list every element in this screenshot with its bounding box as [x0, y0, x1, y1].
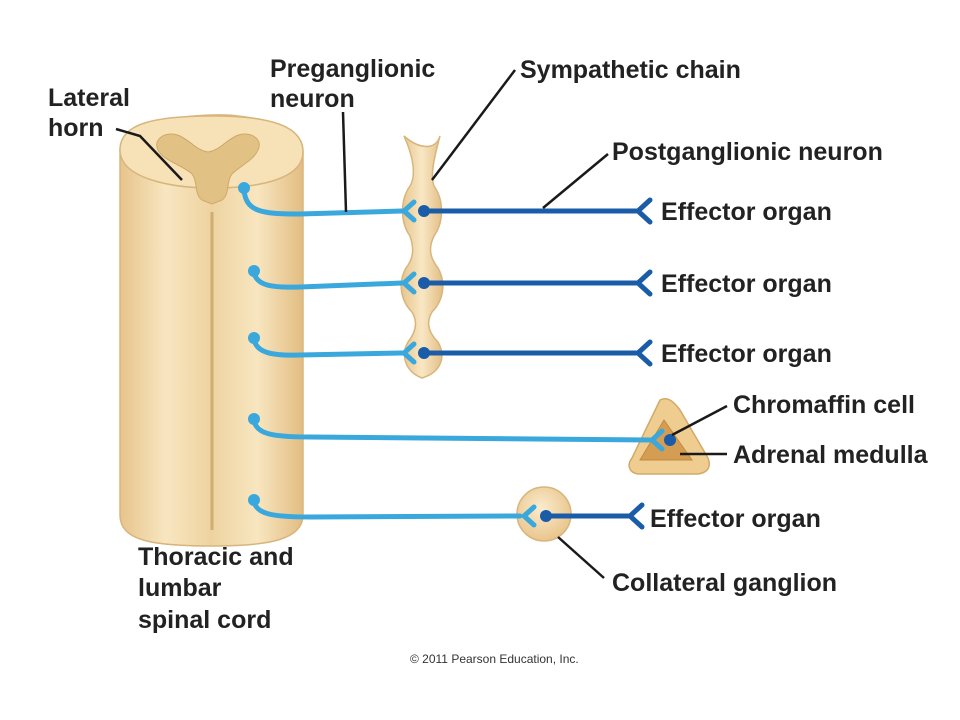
- ganglion-cell-1: [418, 205, 430, 217]
- synapse-terminal-4: [649, 428, 665, 452]
- preganglionic-terminals: [401, 199, 665, 528]
- label-lateral-horn-line2: horn: [48, 114, 104, 142]
- label-preganglionic-line1: Preganglionic: [270, 55, 435, 83]
- ganglion-cell-5: [540, 510, 552, 522]
- label-chromaffin-cell: Chromaffin cell: [733, 391, 915, 419]
- leader-collateral-ganglion: [557, 536, 605, 579]
- label-effector-organ-2: Effector organ: [661, 270, 832, 298]
- synapse-terminal-1: [401, 199, 417, 223]
- ganglion-cell-2: [418, 277, 430, 289]
- effector-terminal-1: [635, 197, 653, 225]
- cell-body-4: [248, 413, 260, 425]
- label-spinal-cord-line2: lumbar: [138, 574, 222, 602]
- postganglionic-cell-bodies: [418, 205, 676, 522]
- preganglionic-fiber-1: [241, 187, 405, 217]
- label-collateral-ganglion: Collateral ganglion: [612, 569, 837, 597]
- effector-terminal-2: [635, 269, 653, 297]
- effector-terminal-5: [627, 502, 645, 530]
- copyright-notice: © 2011 Pearson Education, Inc.: [410, 652, 579, 666]
- label-postganglionic-neuron: Postganglionic neuron: [612, 138, 883, 166]
- sympathetic-chain-ganglia: [400, 135, 444, 379]
- preganglionic-cell-bodies: [238, 182, 260, 506]
- effector-terminal-3: [635, 339, 653, 367]
- effector-terminals: [627, 197, 653, 530]
- synapse-terminal-5: [521, 504, 537, 528]
- ganglion-cell-3: [418, 347, 430, 359]
- spinal-cord: [119, 114, 304, 547]
- label-adrenal-medulla: Adrenal medulla: [733, 441, 929, 469]
- label-preganglionic-line2: neuron: [270, 85, 355, 113]
- label-lateral-horn-line1: Lateral: [48, 84, 130, 112]
- label-effector-organ-1: Effector organ: [661, 198, 832, 226]
- synapse-terminal-2: [401, 271, 417, 295]
- label-effector-organ-4: Effector organ: [650, 505, 821, 533]
- gray-matter: [156, 133, 260, 205]
- cell-body-2: [248, 265, 260, 277]
- cell-body-3: [248, 332, 260, 344]
- postganglionic-neurons: [421, 208, 639, 519]
- label-spinal-cord-line1: Thoracic and: [138, 543, 294, 571]
- synapse-terminal-3: [401, 341, 417, 365]
- cell-body-1: [238, 182, 250, 194]
- label-spinal-cord-line3: spinal cord: [138, 606, 271, 634]
- leader-chromaffin: [671, 404, 728, 437]
- label-sympathetic-chain: Sympathetic chain: [520, 56, 741, 84]
- leader-lateral-horn: [115, 127, 183, 181]
- cell-body-5: [248, 494, 260, 506]
- chromaffin-cell-body: [664, 434, 676, 446]
- leader-sympathetic-chain: [431, 69, 516, 181]
- preganglionic-fiber-4: [251, 417, 653, 443]
- label-effector-organ-3: Effector organ: [661, 340, 832, 368]
- leader-lines: [115, 69, 728, 579]
- leader-postganglionic: [542, 153, 609, 209]
- leader-preganglionic: [341, 111, 348, 213]
